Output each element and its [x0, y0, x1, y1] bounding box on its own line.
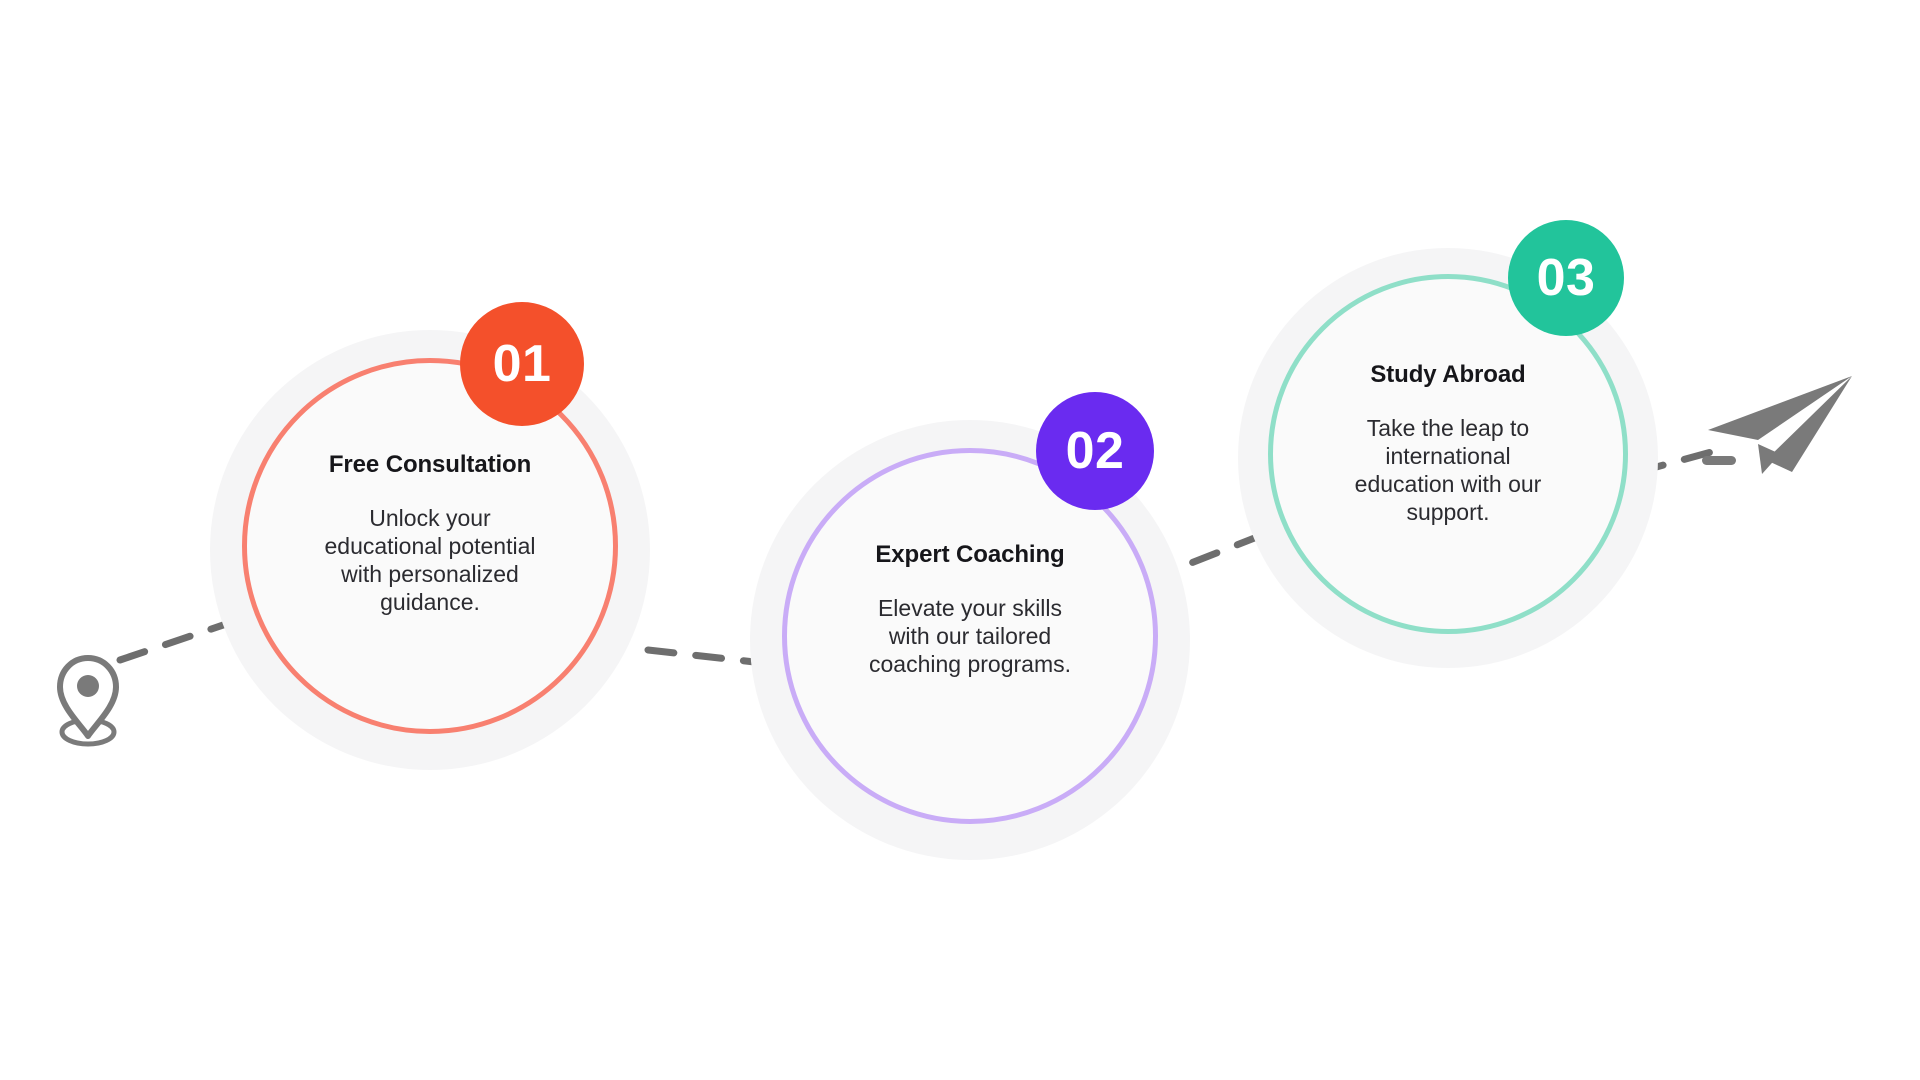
- step-badge-label-02: 02: [1065, 422, 1125, 480]
- step-badge-02[interactable]: 02: [1036, 392, 1154, 510]
- step-badge-03[interactable]: 03: [1508, 220, 1624, 336]
- step-description-03: Take the leap to international education…: [1354, 415, 1542, 526]
- step-text-02: Expert Coaching Elevate your skills with…: [802, 540, 1138, 678]
- step-card-03[interactable]: Study Abroad Take the leap to internatio…: [1238, 220, 1658, 668]
- step-ring-01: [242, 358, 618, 734]
- step-badge-label-01: 01: [492, 335, 552, 393]
- step-description-01: Unlock your educational potential with p…: [324, 505, 536, 616]
- map-pin-icon: [52, 648, 124, 748]
- step-title-02: Expert Coaching: [875, 541, 1065, 568]
- step-badge-01[interactable]: 01: [460, 302, 584, 426]
- step-title-03: Study Abroad: [1370, 361, 1526, 388]
- step-text-01: Free Consultation Unlock your educationa…: [262, 450, 598, 616]
- step-description-02: Elevate your skills with our tailored co…: [869, 595, 1071, 678]
- connector-segment-start-to-step1: [116, 618, 236, 664]
- step-title-01: Free Consultation: [328, 451, 532, 478]
- step-card-02[interactable]: Expert Coaching Elevate your skills with…: [750, 392, 1190, 860]
- paper-plane-icon: [1700, 368, 1860, 488]
- step-card-01[interactable]: Free Consultation Unlock your educationa…: [210, 302, 650, 770]
- step-badge-label-03: 03: [1536, 249, 1596, 307]
- step-ring-02: [782, 448, 1158, 824]
- step-text-03: Study Abroad Take the leap to internatio…: [1288, 360, 1608, 526]
